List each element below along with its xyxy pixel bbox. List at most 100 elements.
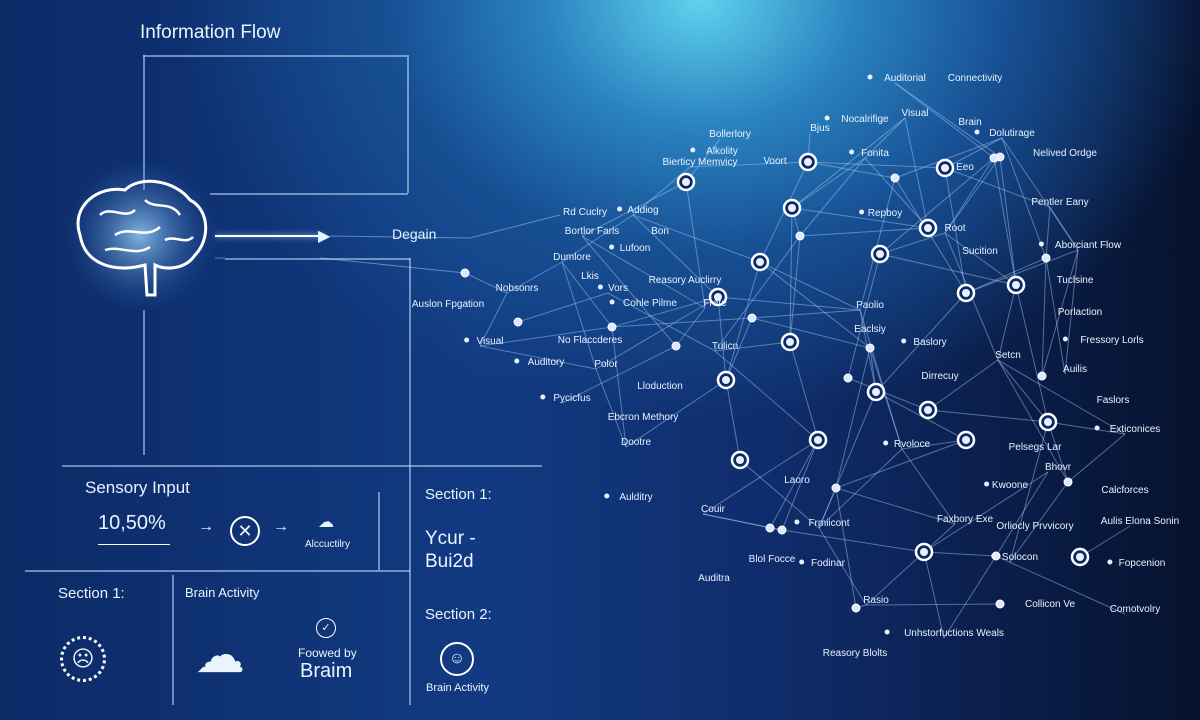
network-edge [479,326,613,347]
network-edge [781,439,819,531]
network-node [747,313,757,323]
network-edge [807,161,946,169]
network-node [914,542,934,562]
network-edge [625,379,727,448]
network-node [831,483,841,493]
network-edge [965,249,1079,294]
network-node-label: Lloduction [637,381,683,392]
network-edge [901,448,956,525]
network-edge [835,439,967,489]
network-node-label: No Flaccderes [558,335,622,346]
label-dot [540,394,546,400]
network-node-label: Faslors [1097,395,1130,406]
label-dot [867,74,873,80]
network-edge [1047,421,1126,435]
check-icon: ✓ [316,618,336,638]
network-edge [901,439,967,450]
brain-icon [55,165,225,310]
network-edge [835,487,956,525]
network-node [808,430,828,450]
section-1-title-right: Section 1: [425,486,492,503]
caption-big: Braim [300,660,353,682]
network-edge [791,117,906,209]
network-node-label: Dirrecuy [921,371,958,382]
network-node-label: Kwoone [992,480,1029,491]
network-edge [759,261,861,311]
network-node [795,231,805,241]
network-edge [581,235,677,347]
label-dot [991,553,997,559]
network-edge [944,232,1017,286]
label-dot [597,284,603,290]
network-node [1041,253,1051,263]
network-edge [997,359,1069,483]
network-edge [997,359,1049,423]
network-node-label: Reasory Auclirry [649,275,722,286]
target-label: Degain [392,226,437,242]
network-edge [904,117,929,229]
network-node-label: Pentler Eany [1031,197,1088,208]
divider [62,465,542,467]
page-title: Information Flow [140,22,281,43]
network-node-label: Frmiicont [808,518,849,529]
network-edge [714,341,791,352]
network-edge [927,409,1049,423]
network-edge [894,137,1003,179]
network-node [671,341,681,351]
network-edge [717,296,861,311]
frame-line [210,193,408,195]
network-node-label: Paolio [856,300,884,311]
label-dot [824,115,830,121]
network-edge [944,157,995,234]
label-dot [1107,559,1113,565]
arrow-head-icon: ▶ [318,228,331,245]
network-edge [595,296,719,370]
label-dot [974,129,980,135]
close-circle-icon: ✕ [230,516,260,546]
network-node-label: Cohle Pilme [623,298,677,309]
network-node-label: Laoro [784,475,810,486]
network-node [777,525,787,535]
network-node [890,173,900,183]
network-edge [944,167,1051,208]
divider [172,575,174,705]
network-edge [923,551,997,557]
label-dot [859,209,865,215]
network-edge [517,292,609,323]
network-edge [1079,525,1131,558]
network-node-label: Auditorial [884,73,926,84]
section-1-title: Section 1: [58,585,125,602]
network-node-label: Dootre [621,437,651,448]
network-node [708,287,728,307]
network-node-label: Alkolity [706,146,738,157]
arrow-line [98,544,170,546]
network-edge [1009,421,1049,563]
network-edge [894,82,995,159]
network-node-label: Voort [763,156,787,167]
network-edge [479,345,597,370]
network-edge [714,235,801,352]
network-node-label: Polor [594,359,618,370]
network-edge [1041,257,1047,377]
network-edge [1001,137,1079,251]
label-dot [883,440,889,446]
frame-line [143,55,407,57]
network-edge [865,603,1001,606]
network-node-label: Nobsonrs [496,283,539,294]
network-edge [894,82,1001,158]
network-edge [561,345,677,404]
network-edge [995,471,1049,557]
network-node-label: Aulis Elona Sonin [1101,516,1179,527]
network-node-label: Dolutirage [989,128,1035,139]
network-edge [751,317,871,349]
network-node-label: Auditra [698,573,730,584]
network-node-label: Tuclsine [1057,275,1094,286]
network-edge [329,235,471,239]
section-2-title: Section 2: [425,606,492,623]
divider [25,570,410,572]
network-edge [725,317,753,381]
network-node-label: Rvoloce [894,439,931,450]
network-node [1037,371,1047,381]
network-node [460,268,470,278]
text-line-1: Ycur - [425,528,476,549]
